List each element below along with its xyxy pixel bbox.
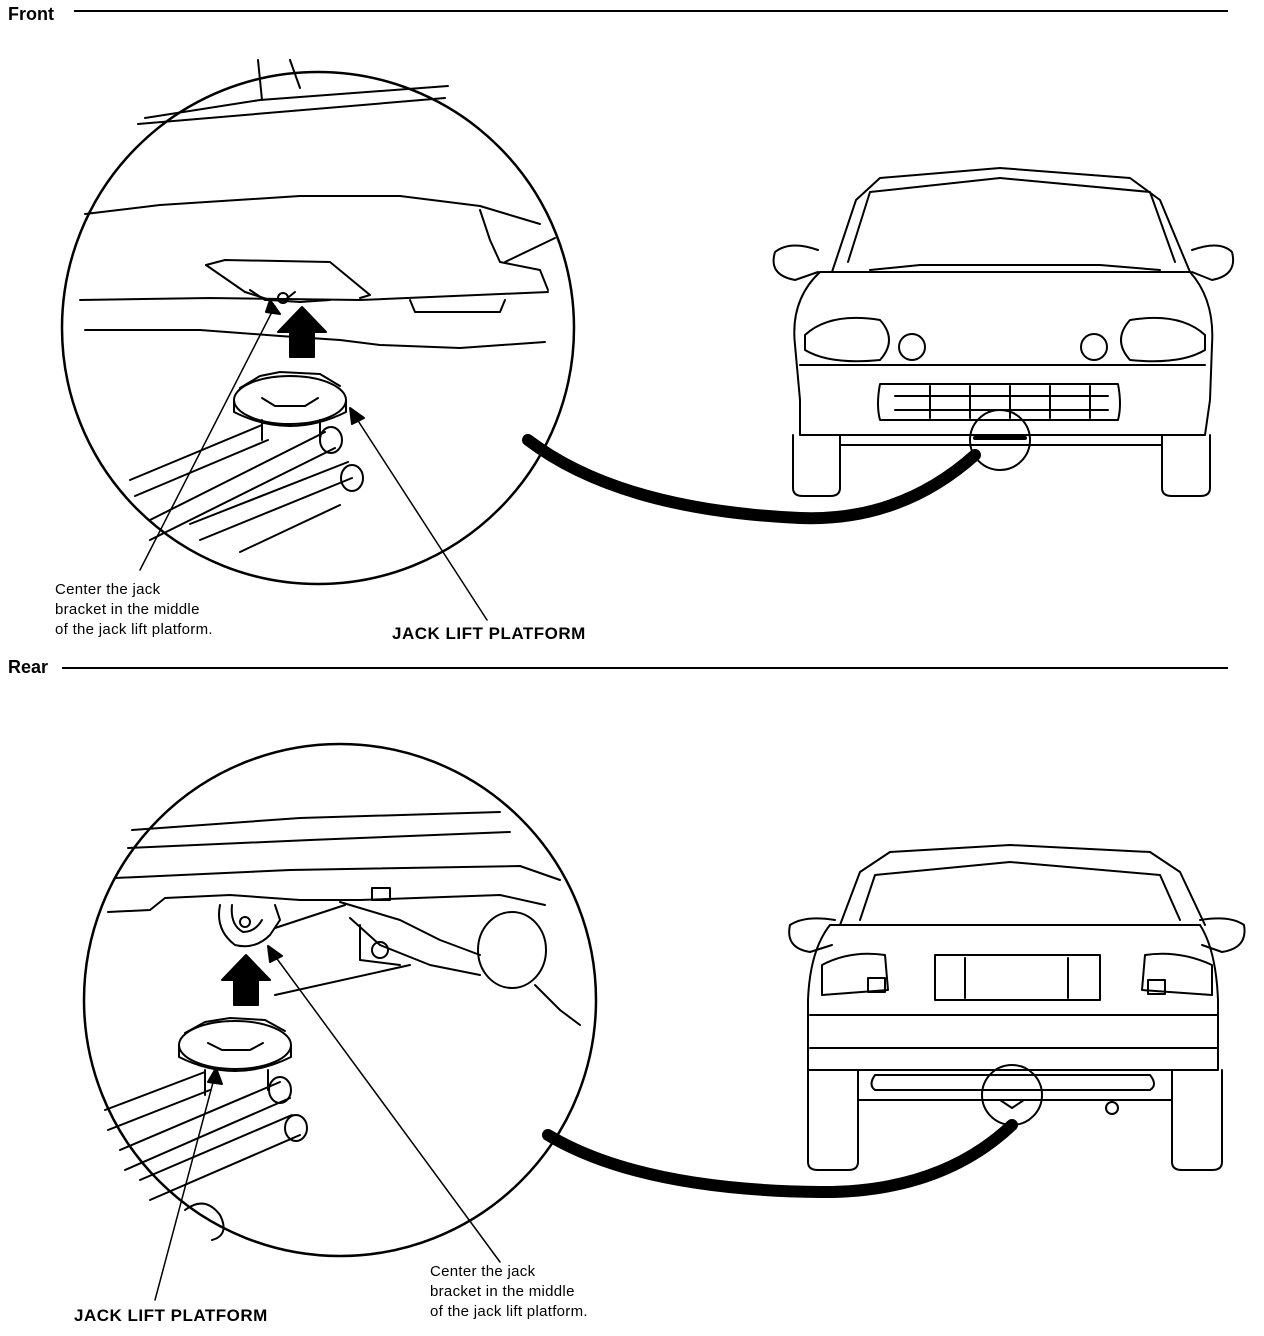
rear-caption: Center the jack bracket in the middle of…	[430, 1263, 588, 1320]
front-lift-arrow-icon	[277, 306, 327, 358]
rear-connector	[542, 1119, 1018, 1199]
front-caption: Center the jack bracket in the middle of…	[55, 581, 213, 638]
front-section-rule	[74, 10, 1228, 12]
rear-car	[788, 844, 1246, 1171]
rear-detail-circle	[82, 742, 598, 1301]
front-detail-circle	[60, 59, 576, 621]
front-callout-jack-lift-platform: JACK LIFT PLATFORM	[392, 624, 586, 643]
front-car	[772, 167, 1234, 497]
rear-section-label: Rear	[8, 657, 49, 677]
rear-callout-jack-lift-platform: JACK LIFT PLATFORM	[74, 1306, 268, 1325]
front-connector	[522, 434, 981, 525]
front-section-label: Front	[8, 4, 54, 24]
rear-section-rule	[62, 667, 1228, 669]
rear-lift-arrow-icon	[221, 954, 271, 1006]
